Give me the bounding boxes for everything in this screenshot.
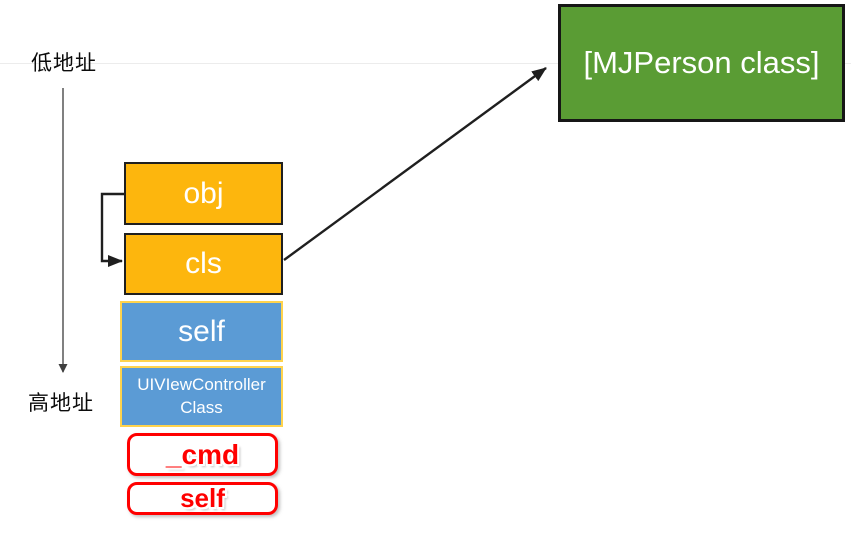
high-address-label: 高地址 bbox=[28, 392, 94, 415]
memory-cell-obj: obj bbox=[124, 162, 283, 225]
cls-to-class-arrow bbox=[283, 67, 547, 261]
memory-cell-cmd: _cmd bbox=[127, 433, 278, 476]
controller-line2: Class bbox=[180, 397, 223, 417]
low-address-label: 低地址 bbox=[31, 52, 97, 75]
controller-line1: UIVIewController bbox=[137, 375, 266, 395]
divider-line bbox=[0, 63, 851, 64]
mjperson-class-box: [MJPerson class] bbox=[558, 4, 845, 122]
obj-to-cls-pointer-arrow bbox=[100, 192, 124, 267]
memory-cell-self-param: self bbox=[127, 482, 278, 515]
memory-cell-cls: cls bbox=[124, 233, 283, 295]
memory-cell-self: self bbox=[120, 301, 283, 362]
memory-cell-uiviewcontroller-class: UIVIewController Class bbox=[120, 366, 283, 427]
